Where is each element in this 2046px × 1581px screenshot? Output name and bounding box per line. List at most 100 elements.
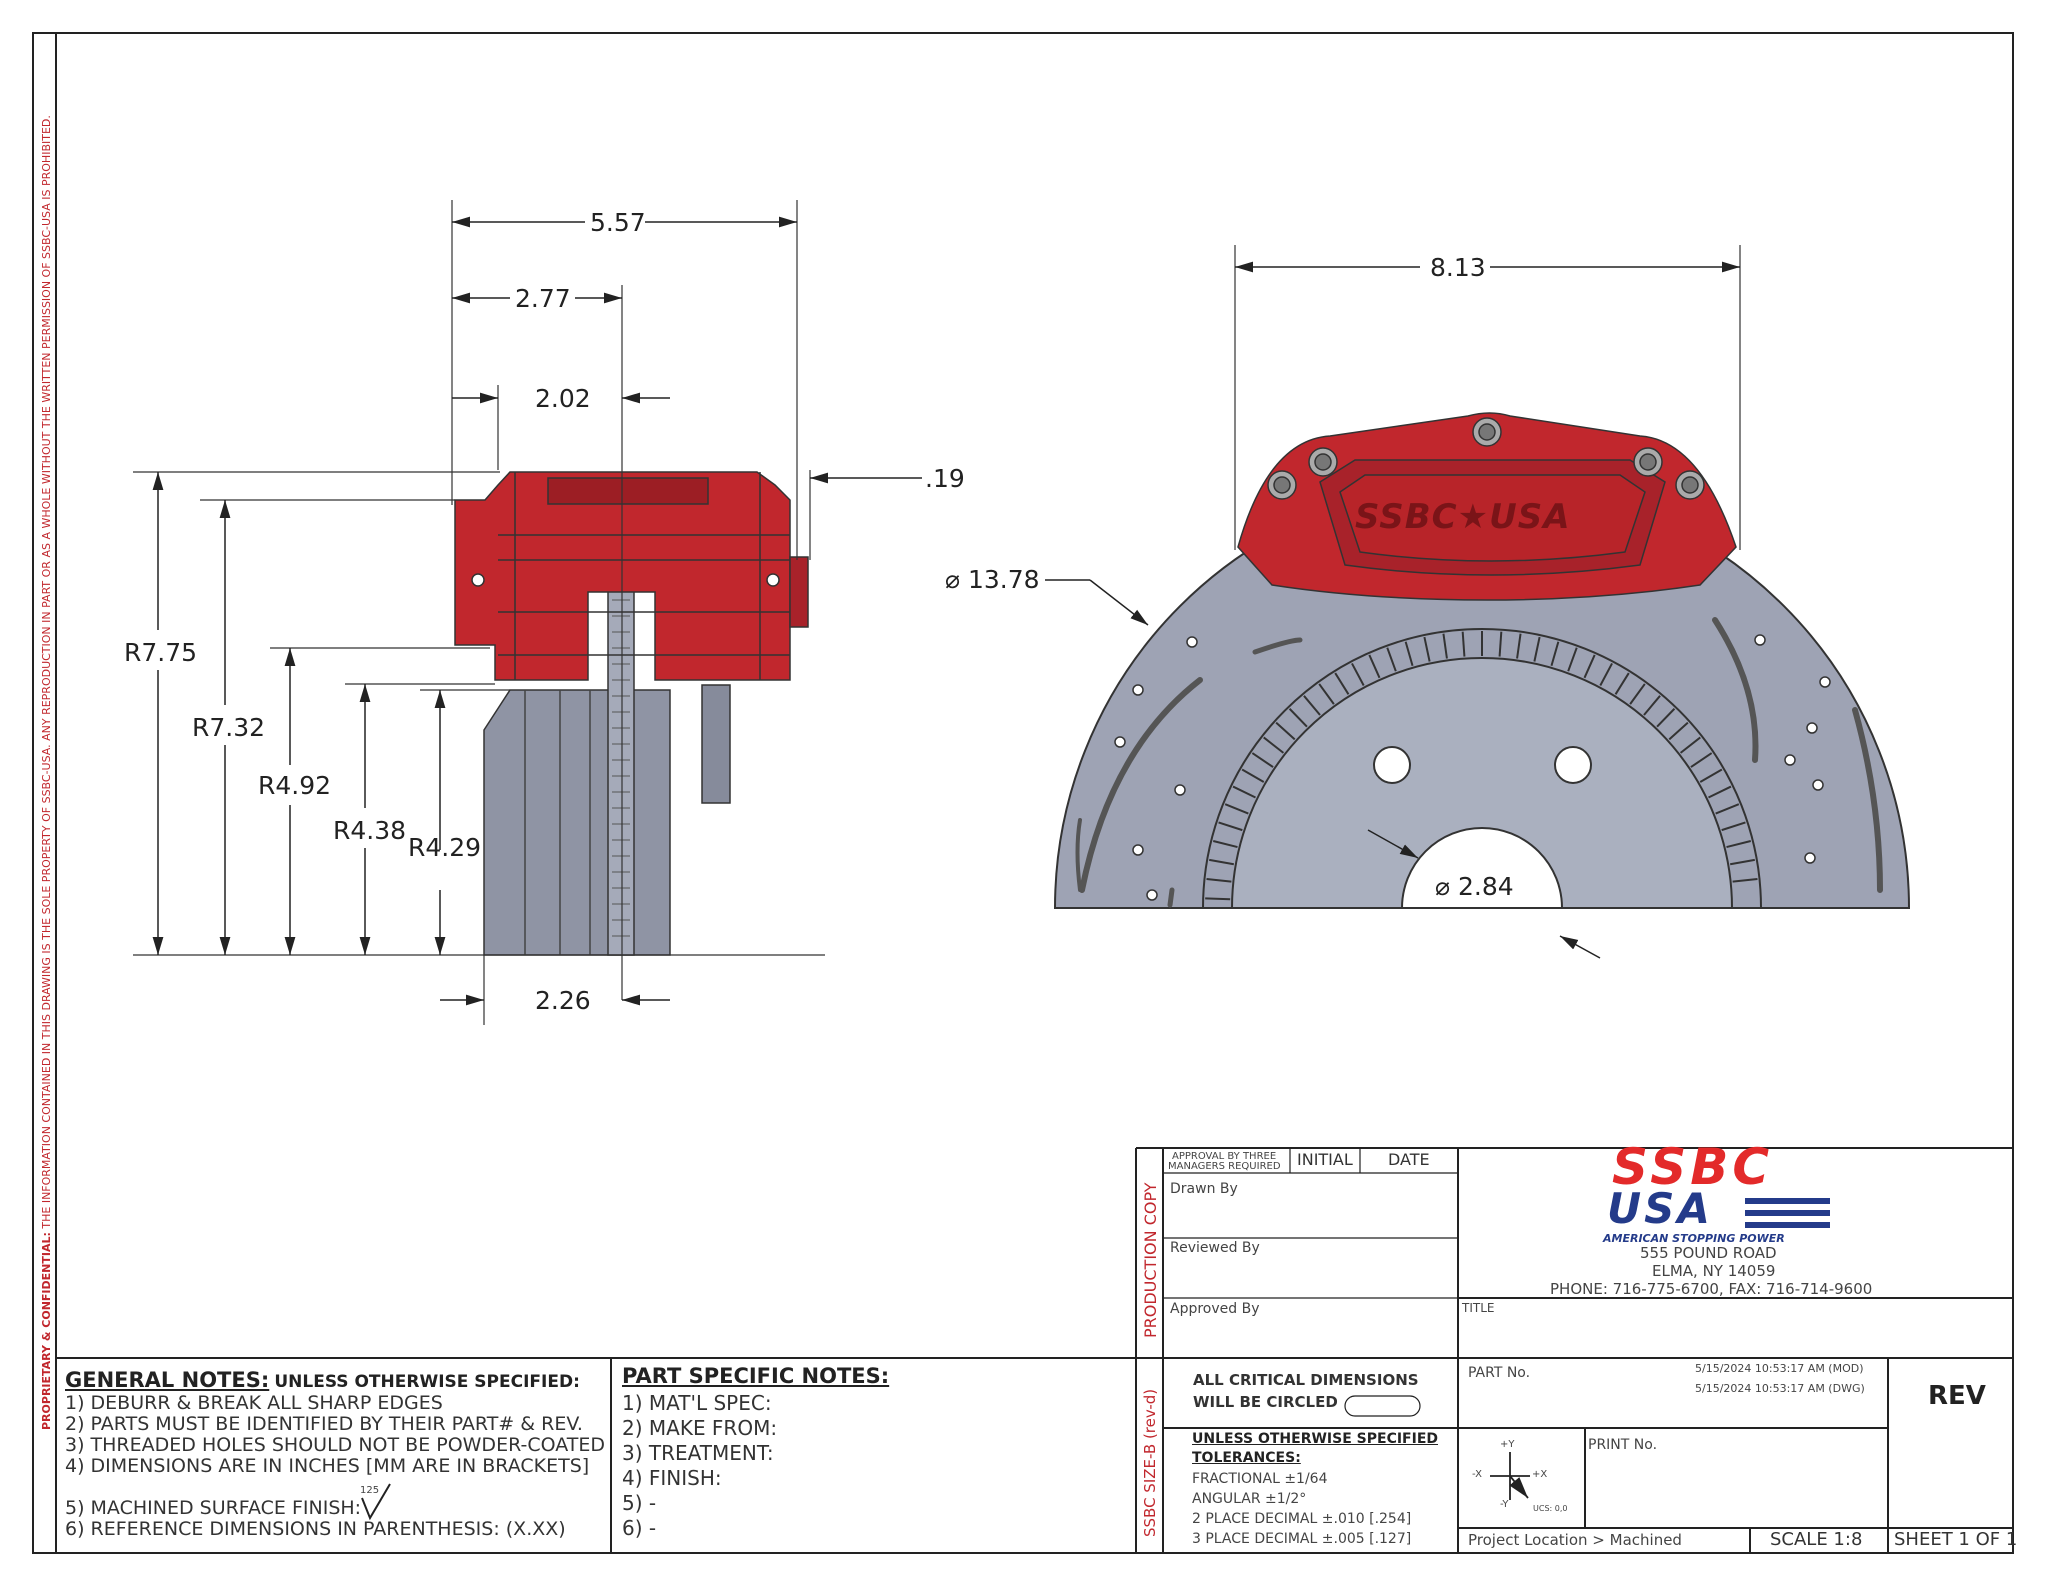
front-view: [1045, 245, 1911, 959]
caliper-logo: SSBC★USA: [1355, 497, 1571, 537]
production-copy-label: PRODUCTION COPY: [1141, 1182, 1160, 1338]
initial-header: INITIAL: [1297, 1150, 1353, 1169]
tolerance-angular: ANGULAR ±1/2°: [1192, 1491, 1307, 1507]
sheet-border: [32, 32, 2014, 1554]
axis-minus-y: -Y: [1500, 1499, 1509, 1510]
approval-note-2: MANAGERS REQUIRED: [1168, 1161, 1281, 1172]
company-address-1: 555 POUND ROAD: [1640, 1244, 1777, 1262]
hat-ring-tick: [1715, 803, 1740, 815]
dim-caliper-span: 8.13: [1430, 253, 1486, 282]
general-note-3: 3) THREADED HOLES SHOULD NOT BE POWDER-C…: [65, 1434, 606, 1456]
general-notes-subtitle: UNLESS OTHERWISE SPECIFIED:: [274, 1372, 580, 1392]
circle-callout: [1344, 1395, 1421, 1417]
hat-ring-tick: [1668, 721, 1689, 741]
hat-ring-tick: [1516, 633, 1522, 659]
size-label: SSBC SIZE-B (rev-d): [1141, 1388, 1159, 1537]
tolerance-three-place: 3 PLACE DECIMAL ±.005 [.127]: [1192, 1531, 1412, 1547]
part-note-1: 1) MAT'L SPEC:: [622, 1391, 772, 1415]
hat-ring-tick: [1404, 641, 1414, 667]
general-note-4: 4) DIMENSIONS ARE IN INCHES [MM ARE IN B…: [65, 1455, 590, 1477]
hat-ring-tick: [1263, 736, 1285, 754]
proprietary-label: PROPRIETARY & CONFIDENTIAL:: [40, 1232, 53, 1430]
hat-ring-tick: [1205, 897, 1231, 901]
proprietary-notice: PROPRIETARY & CONFIDENTIAL: THE INFORMAT…: [40, 115, 53, 1430]
mod-date: 5/15/2024 10:53:17 AM (MOD): [1695, 1362, 1864, 1375]
hat-ring-tick: [1498, 631, 1503, 657]
rotor-edge: [607, 587, 635, 956]
general-notes-title: GENERAL NOTES:: [65, 1368, 270, 1392]
hat-ring-tick: [1583, 654, 1596, 679]
dim-radius-1: R7.75: [124, 638, 198, 667]
hat-ring-tick: [1533, 636, 1541, 662]
hat-ring-tick: [1288, 708, 1308, 728]
reviewed-by-label: Reviewed By: [1170, 1240, 1260, 1256]
print-no-label: PRINT No.: [1588, 1437, 1658, 1453]
dim-offset: .19: [925, 464, 965, 493]
date-header: DATE: [1388, 1150, 1430, 1169]
hat-ring-tick: [1303, 695, 1321, 716]
hat-ring-tick: [1643, 695, 1661, 716]
hat-ring-tick: [1690, 752, 1713, 768]
general-notes-heading: GENERAL NOTES: UNLESS OTHERWISE SPECIFIE…: [65, 1370, 580, 1391]
general-note-2: 2) PARTS MUST BE IDENTIFIED BY THEIR PAR…: [65, 1413, 583, 1435]
part-note-5: 5) -: [622, 1491, 657, 1515]
hat-ring-tick: [1732, 878, 1758, 883]
hat-ring-tick: [1599, 662, 1613, 686]
dim-bore-diameter: ⌀ 2.84: [1435, 872, 1514, 901]
hat-ring-tick: [1679, 736, 1701, 754]
tolerance-title-2: TOLERANCES:: [1192, 1450, 1301, 1466]
tolerance-two-place: 2 PLACE DECIMAL ±.010 [.254]: [1192, 1511, 1412, 1527]
approved-by-label: Approved By: [1170, 1301, 1260, 1317]
hat-ring-tick: [1614, 672, 1630, 695]
axis-icon: [1490, 1452, 1530, 1500]
hat-ring-tick: [1334, 672, 1350, 695]
caliper-front: [1237, 412, 1737, 601]
hat-ring-tick: [1567, 647, 1578, 672]
hat-ring-tick: [1423, 636, 1431, 662]
dim-rotor-diameter: ⌀ 13.78: [945, 565, 1040, 594]
logo-stripes: [1745, 1198, 1830, 1228]
hat-ring-tick: [1206, 878, 1232, 883]
part-no-label: PART No.: [1468, 1365, 1531, 1381]
hat-ring-tick: [1629, 683, 1646, 705]
scale-label: SCALE 1:8: [1770, 1529, 1863, 1550]
dim-width-b: 2.02: [535, 384, 591, 413]
approval-note-1: APPROVAL BY THREE: [1172, 1151, 1277, 1162]
title-block-grid: [56, 1147, 2013, 1553]
hat-ring-tick: [1726, 840, 1752, 849]
company-address-2: ELMA, NY 14059: [1652, 1262, 1776, 1280]
hat-ring-tick: [1442, 633, 1448, 659]
hat-ring-tick: [1550, 641, 1560, 667]
dim-overall-width: 5.57: [590, 208, 646, 237]
drawn-by-label: Drawn By: [1170, 1181, 1238, 1197]
tolerance-fractional: FRACTIONAL ±1/64: [1192, 1471, 1328, 1487]
hat-ring-tick: [1232, 785, 1256, 799]
surface-finish-value: 125: [360, 1485, 380, 1496]
dim-radius-4: R4.38: [333, 816, 407, 845]
general-note-1: 1) DEBURR & BREAK ALL SHARP EDGES: [65, 1392, 443, 1414]
logo-ssbc: SSBC: [1612, 1138, 1774, 1196]
part-note-2: 2) MAKE FROM:: [622, 1416, 778, 1440]
project-location: Project Location > Machined: [1468, 1531, 1682, 1549]
dim-hub-width: 2.26: [535, 986, 591, 1015]
title-label: TITLE: [1462, 1301, 1495, 1315]
hub-block: [483, 689, 671, 956]
dim-width-a: 2.77: [515, 284, 571, 313]
hat-ring-tick: [1251, 752, 1274, 768]
axis-plus-x: +X: [1532, 1469, 1548, 1480]
hat-ring-tick: [1729, 858, 1755, 866]
axis-minus-x: -X: [1472, 1469, 1482, 1480]
hat-ring-tick: [1351, 662, 1365, 686]
axis-ucs: UCS: 0,0: [1533, 1504, 1568, 1513]
dwg-date: 5/15/2024 10:53:17 AM (DWG): [1695, 1382, 1865, 1395]
side-view: [133, 200, 922, 1025]
hat-ring-tick: [1209, 858, 1235, 866]
general-note-5: 5) MACHINED SURFACE FINISH:: [65, 1497, 362, 1519]
hat-ring-tick: [1275, 721, 1296, 741]
part-note-4: 4) FINISH:: [622, 1466, 722, 1490]
hat-ring-tick: [1368, 654, 1381, 679]
dim-radius-5: R4.29: [408, 833, 482, 862]
hat-ring-tick: [1721, 821, 1746, 832]
hat-ring-tick: [1218, 821, 1243, 832]
part-note-3: 3) TREATMENT:: [622, 1441, 774, 1465]
